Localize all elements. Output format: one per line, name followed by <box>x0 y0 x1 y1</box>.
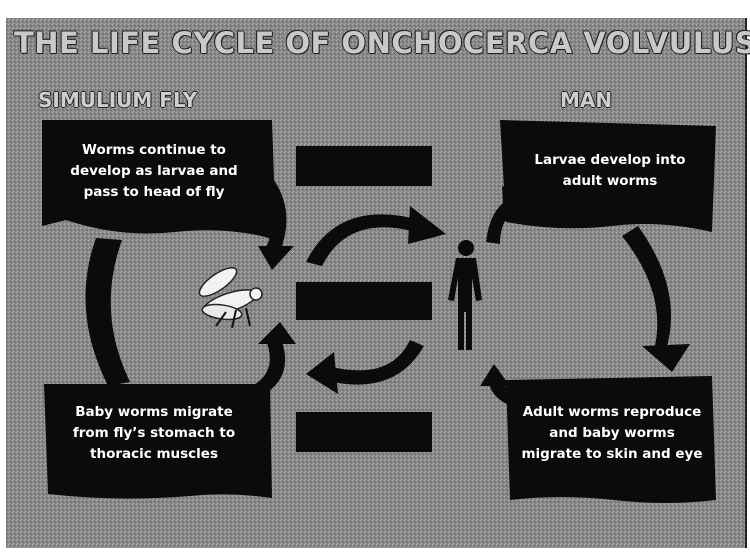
center-box-middle <box>296 282 432 320</box>
center-box-bottom <box>296 412 432 452</box>
header-simulium-fly: SIMULIUM FLY <box>38 88 198 112</box>
header-man: MAN <box>560 88 613 112</box>
arrow-left-outer <box>85 238 130 386</box>
box-top-left <box>42 120 276 240</box>
box-bottom-left-text: Baby worms migrate from fly’s stomach to… <box>72 404 236 462</box>
box-bottom-left <box>44 384 272 499</box>
box-top-left-text: Worms continue to develop as larvae and … <box>70 142 238 200</box>
human-icon <box>448 240 482 350</box>
box-bottom-right-text: Adult worms reproduce and baby worms mig… <box>521 404 703 462</box>
arrow-center-top <box>306 214 420 266</box>
arrow-bottom-left-up-head <box>258 322 296 344</box>
diagram-title: THE LIFE CYCLE OF ONCHOCERCA VOLVULUS <box>14 26 750 60</box>
arrow-center-bottom-head <box>306 352 338 394</box>
box-top-right <box>500 120 716 232</box>
arrow-right-outer <box>622 226 672 350</box>
box-bottom-right <box>506 376 716 503</box>
arrow-bottom-right-up-head <box>480 364 510 386</box>
box-top-right-text: Larvae develop into adult worms <box>534 152 686 189</box>
arrow-center-top-head <box>408 206 446 244</box>
arrow-center-bottom <box>324 340 424 385</box>
arrow-top-left-down-head <box>258 246 294 270</box>
arrow-right-outer-head <box>642 344 690 372</box>
fly-icon <box>198 267 263 329</box>
arrow-top-left-down <box>248 162 287 252</box>
center-box-top <box>296 146 432 186</box>
arrow-bottom-left-up <box>252 336 286 396</box>
arrow-to-top-right-head <box>502 186 536 222</box>
